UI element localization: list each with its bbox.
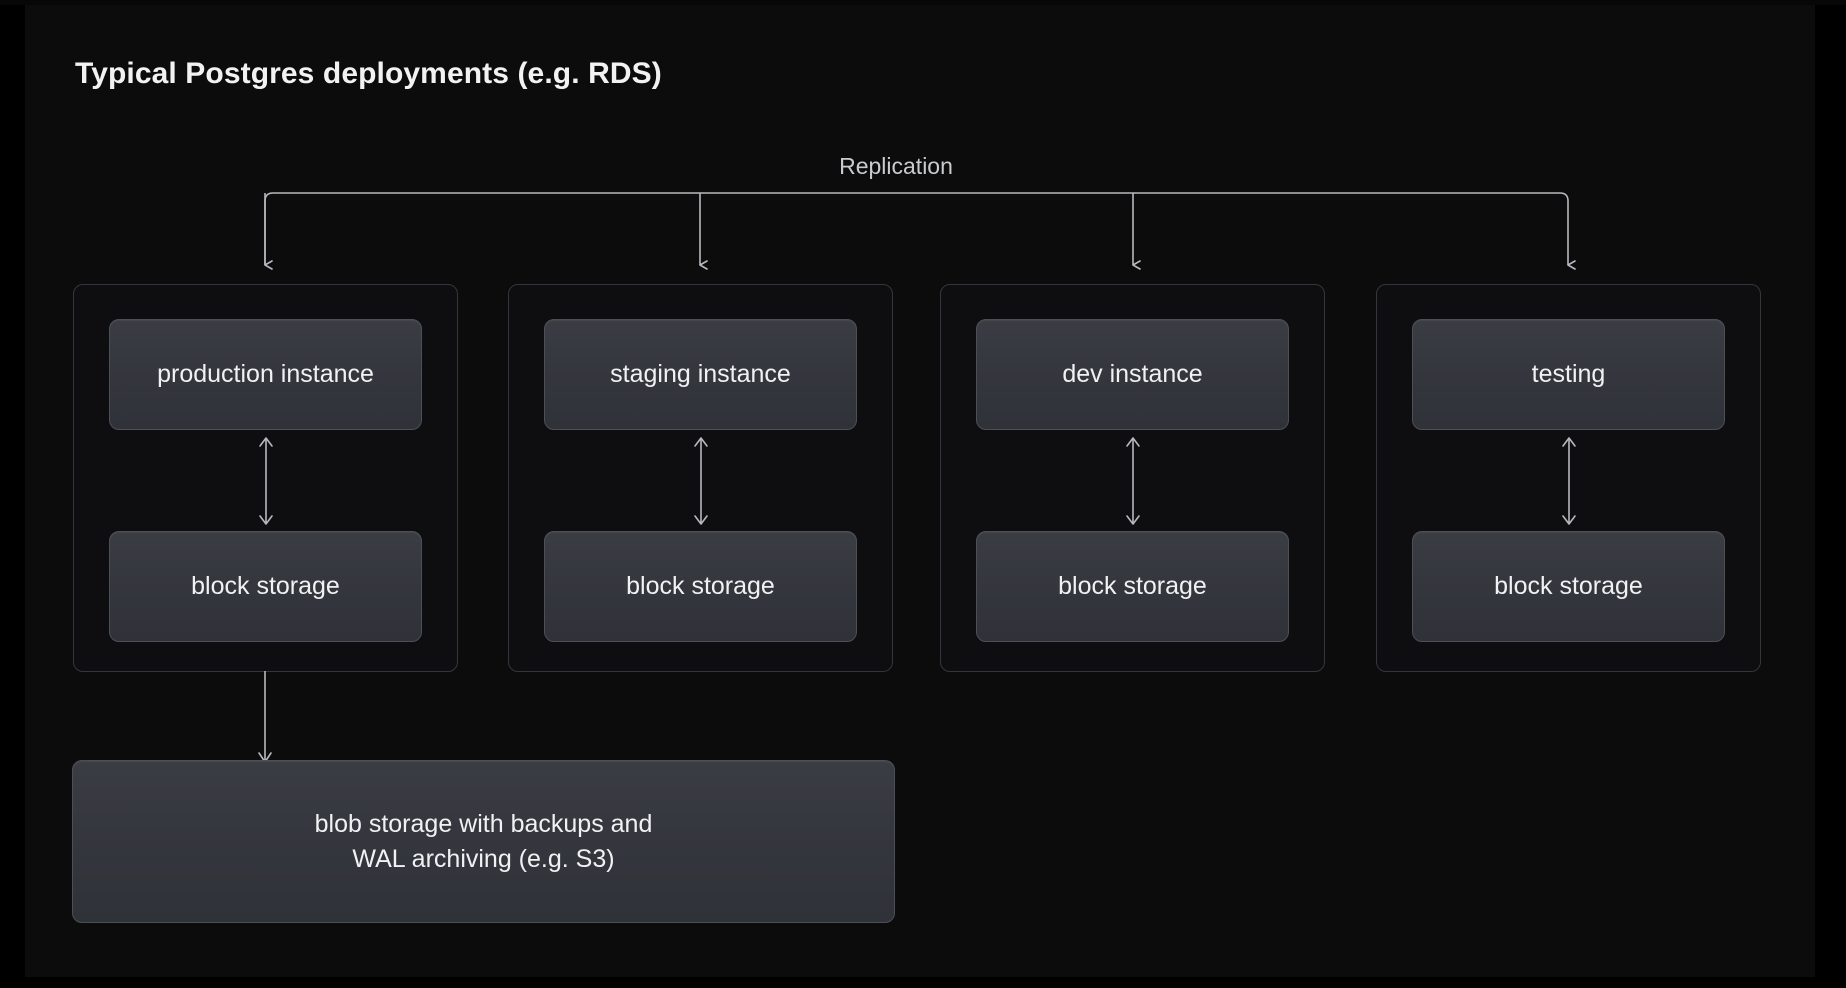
- node-label: block storage: [1058, 571, 1207, 600]
- node-block-storage-staging[interactable]: block storage: [544, 531, 857, 642]
- node-label: block storage: [626, 571, 775, 600]
- backup-arrow: [258, 671, 272, 763]
- blob-storage-line-2: WAL archiving (e.g. S3): [352, 844, 615, 873]
- node-label: block storage: [191, 571, 340, 600]
- node-label: production instance: [157, 359, 374, 388]
- node-production-instance[interactable]: production instance: [109, 319, 422, 430]
- replication-connector: [264, 192, 1576, 270]
- node-testing-instance[interactable]: testing: [1412, 319, 1725, 430]
- instance-storage-link-dev: [1125, 437, 1140, 525]
- node-label: block storage: [1494, 571, 1643, 600]
- slide-panel: Typical Postgres deployments (e.g. RDS) …: [25, 5, 1815, 977]
- deployment-group-dev[interactable]: dev instance block storage: [940, 284, 1325, 672]
- node-label: dev instance: [1062, 359, 1203, 388]
- top-edge-strip: [0, 0, 1846, 5]
- node-block-storage-testing[interactable]: block storage: [1412, 531, 1725, 642]
- node-label: testing: [1531, 359, 1606, 388]
- deployment-group-testing[interactable]: testing block storage: [1376, 284, 1761, 672]
- page-title: Typical Postgres deployments (e.g. RDS): [75, 57, 662, 90]
- instance-storage-link-production: [258, 437, 273, 525]
- node-blob-storage[interactable]: blob storage with backups and WAL archiv…: [72, 760, 895, 923]
- deployment-group-staging[interactable]: staging instance block storage: [508, 284, 893, 672]
- node-block-storage-dev[interactable]: block storage: [976, 531, 1289, 642]
- instance-storage-link-testing: [1561, 437, 1576, 525]
- deployment-group-production[interactable]: production instance block storage: [73, 284, 458, 672]
- node-label: staging instance: [610, 359, 791, 388]
- instance-storage-link-staging: [693, 437, 708, 525]
- node-dev-instance[interactable]: dev instance: [976, 319, 1289, 430]
- node-block-storage-production[interactable]: block storage: [109, 531, 422, 642]
- blob-storage-line-1: blob storage with backups and: [314, 810, 653, 838]
- node-staging-instance[interactable]: staging instance: [544, 319, 857, 430]
